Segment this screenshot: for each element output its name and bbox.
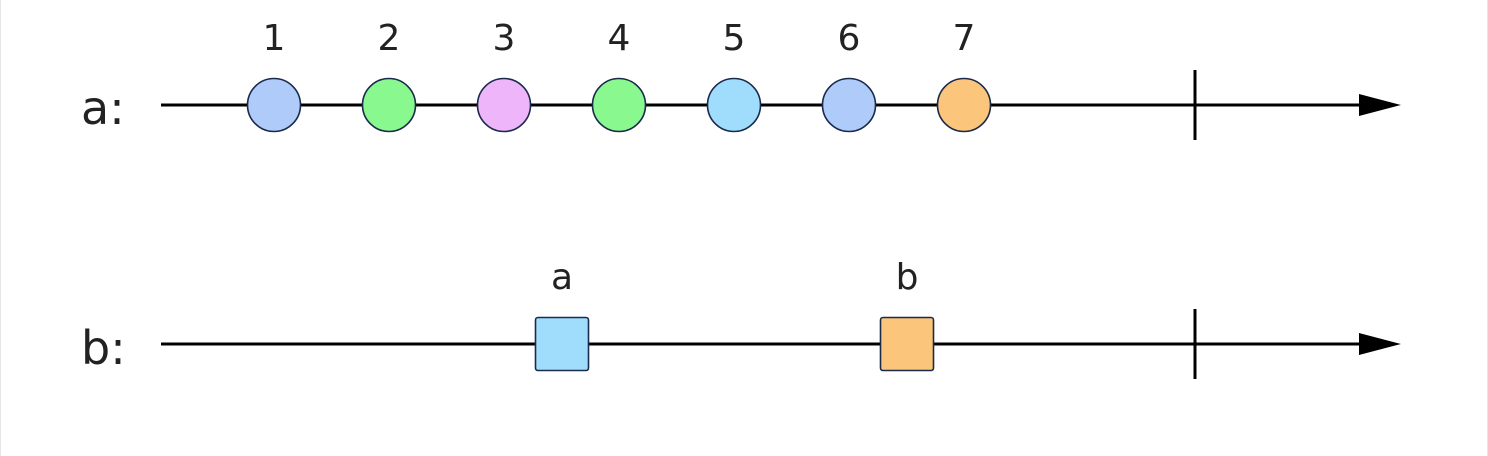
marble-b-2: b <box>879 257 935 372</box>
marble-a-1: 1 <box>246 18 302 133</box>
marble-a-6: 6 <box>821 18 877 133</box>
marble-label: 4 <box>608 18 631 59</box>
marble-square <box>534 316 590 372</box>
stream-a-items: 1 2 3 4 5 6 7 <box>246 18 992 133</box>
marble-label: 6 <box>838 18 861 59</box>
marble-a-4: 4 <box>591 18 647 133</box>
stream-a: a: 1 2 3 4 5 6 7 <box>81 18 1401 140</box>
marble-a-7: 7 <box>936 18 992 133</box>
marble-a-5: 5 <box>706 18 762 133</box>
marble-label: 3 <box>493 18 516 59</box>
marble-circle <box>706 77 762 133</box>
stream-a-arrowhead <box>1359 94 1401 116</box>
marble-label: a <box>551 257 573 298</box>
marble-label: 7 <box>953 18 976 59</box>
stream-b-arrowhead <box>1359 333 1401 355</box>
marble-a-2: 2 <box>361 18 417 133</box>
marble-a-3: 3 <box>476 18 532 133</box>
marble-label: 2 <box>378 18 401 59</box>
marble-square <box>879 316 935 372</box>
marble-circle <box>821 77 877 133</box>
marble-circle <box>361 77 417 133</box>
stream-a-label: a: <box>81 81 125 135</box>
marble-circle <box>476 77 532 133</box>
marble-label: 1 <box>263 18 286 59</box>
stream-b-label: b: <box>81 321 126 375</box>
marble-label: b <box>896 257 919 298</box>
marble-b-1: a <box>534 257 590 372</box>
marble-circle <box>246 77 302 133</box>
marble-circle <box>936 77 992 133</box>
marble-circle <box>591 77 647 133</box>
marble-label: 5 <box>723 18 746 59</box>
